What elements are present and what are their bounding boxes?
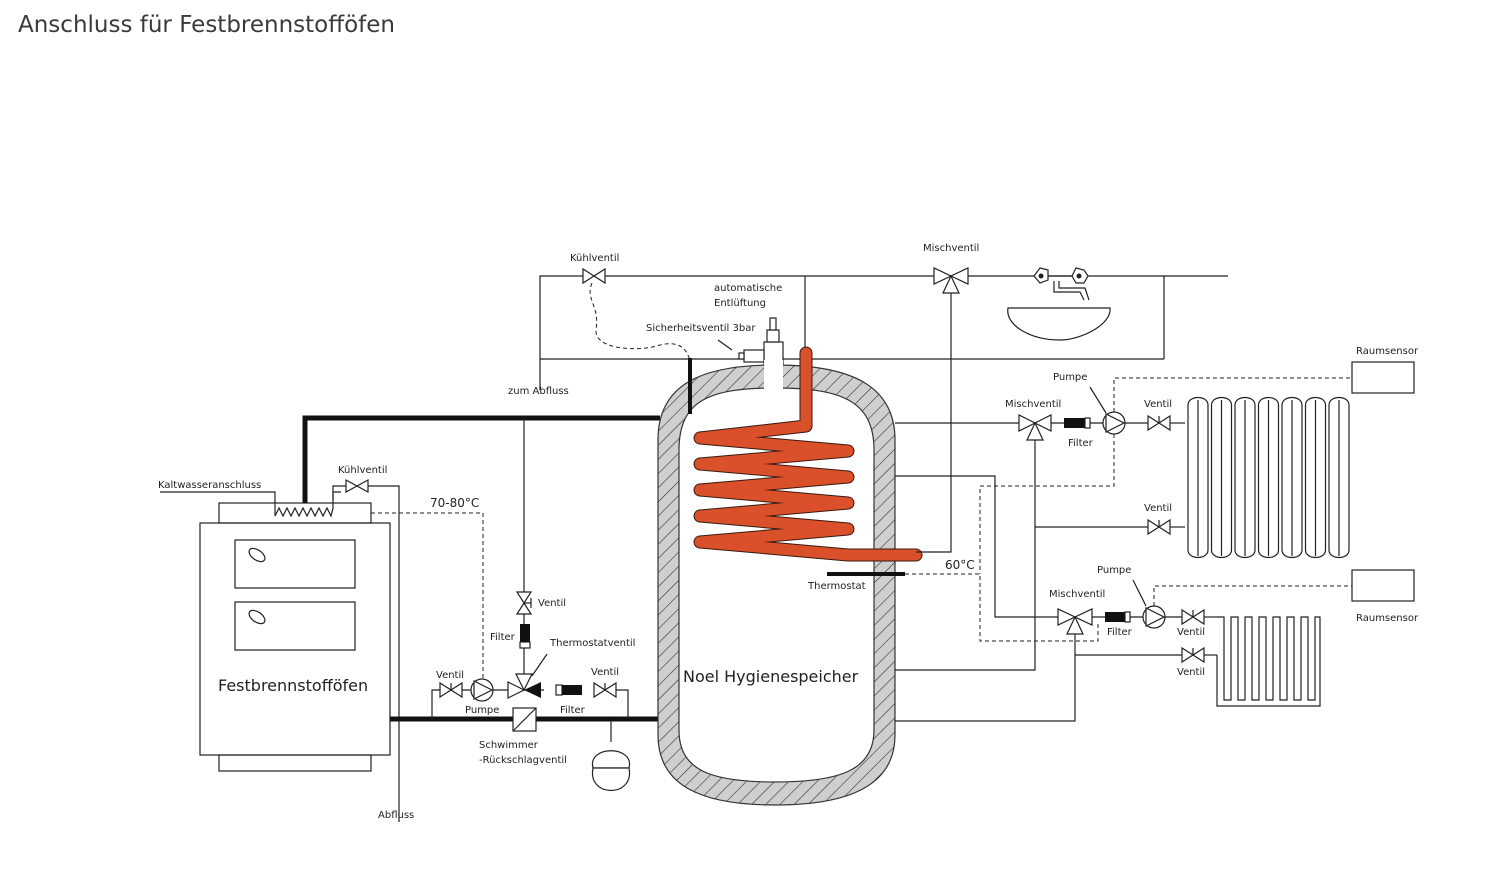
supply-line <box>302 415 660 503</box>
heating-coil <box>693 346 923 562</box>
auto-vent-label-1: automatische <box>714 283 782 294</box>
mixing-valve-2[interactable] <box>1057 608 1093 635</box>
valve-vertical[interactable] <box>515 591 533 615</box>
pump-2[interactable] <box>1142 605 1166 629</box>
radiator-column <box>1281 396 1303 559</box>
auto-vent-label-2: Entlüftung <box>714 298 766 309</box>
safety-valve-label: Sicherheitsventil 3bar <box>646 323 756 334</box>
radiator-column <box>1328 396 1350 559</box>
valve-floor-1[interactable] <box>1181 608 1205 626</box>
radiator-column <box>1257 396 1280 559</box>
filter-vertical-label: Filter <box>490 632 516 643</box>
washbasin-icon <box>1007 267 1111 341</box>
page-title: Anschluss für Festbrennstofföfen <box>18 12 395 38</box>
float-check-valve[interactable] <box>512 707 537 732</box>
pump-left-label: Pumpe <box>465 705 499 716</box>
valve-radiator-2[interactable] <box>1147 518 1171 536</box>
solid-fuel-stove <box>199 502 391 772</box>
stove-label: Festbrennstofföfen <box>218 676 368 695</box>
cooling-valve-top-label: Kühlventil <box>570 253 619 264</box>
pump-left[interactable] <box>470 678 494 702</box>
valve-left-label: Ventil <box>436 670 464 681</box>
thermostat-valve[interactable] <box>507 673 541 699</box>
cooling-valve-left[interactable] <box>345 478 369 494</box>
mixing-valve-top[interactable] <box>933 267 969 294</box>
filter-2-label: Filter <box>1107 627 1133 638</box>
cooling-valve-top[interactable] <box>582 267 606 285</box>
radiator-column <box>1304 396 1327 559</box>
cold-water-label: Kaltwasseranschluss <box>158 480 261 491</box>
to-drain-label: zum Abfluss <box>508 386 569 397</box>
valve-mid-label: Ventil <box>591 667 619 678</box>
floor-heating-loop <box>1216 616 1321 707</box>
thermostat-valve-label: Thermostatventil <box>549 638 635 649</box>
mixing-valve-2-label: Mischventil <box>1049 589 1105 600</box>
valve-mid[interactable] <box>593 681 617 699</box>
drain-label: Abfluss <box>378 810 414 821</box>
tank-label: Noel Hygienespeicher <box>683 667 859 686</box>
room-sensor-2 <box>1351 569 1415 602</box>
mixing-valve-1[interactable] <box>1018 414 1052 441</box>
valve-radiator-1-label: Ventil <box>1144 399 1172 410</box>
filter-1 <box>1064 417 1091 429</box>
valve-radiator-1[interactable] <box>1147 414 1171 432</box>
float-valve-label-2: -Rückschlagventil <box>479 755 567 766</box>
radiator-icon <box>1187 396 1350 559</box>
pump-1-label: Pumpe <box>1053 372 1087 383</box>
valve-floor-2-label: Ventil <box>1177 667 1205 678</box>
radiator-column <box>1210 396 1233 559</box>
room-sensor-1-label: Raumsensor <box>1356 346 1419 357</box>
valve-floor-1-label: Ventil <box>1177 627 1205 638</box>
filter-left-label: Filter <box>560 705 586 716</box>
temp-60-label: 60°C <box>945 558 975 572</box>
top-piping <box>539 275 1228 390</box>
float-valve-label-1: Schwimmer <box>479 740 539 751</box>
valve-radiator-2-label: Ventil <box>1144 503 1172 514</box>
expansion-vessel-icon <box>592 750 630 791</box>
cooling-valve-sensor-line <box>589 282 691 363</box>
pump-1[interactable] <box>1102 411 1126 435</box>
cooling-coil <box>160 491 341 518</box>
filter-2 <box>1105 611 1131 623</box>
cooling-valve-left-label: Kühlventil <box>338 465 387 476</box>
mixing-valve-top-label: Mischventil <box>923 243 979 254</box>
radiator-column <box>1234 396 1256 559</box>
floor-heating-icon <box>1216 616 1321 707</box>
coil-return-line <box>916 359 952 553</box>
room-sensor-2-label: Raumsensor <box>1356 613 1419 624</box>
valve-left[interactable] <box>439 681 463 699</box>
valve-vertical-label: Ventil <box>538 598 566 609</box>
temp-70-80-label: 70-80°C <box>430 496 479 510</box>
filter-vertical <box>519 624 531 649</box>
mixing-valve-1-label: Mischventil <box>1005 399 1061 410</box>
filter-left <box>555 684 582 696</box>
pump-2-label: Pumpe <box>1097 565 1131 576</box>
room-sensor-1 <box>1351 361 1415 394</box>
radiator-column <box>1187 396 1209 559</box>
filter-1-label: Filter <box>1068 438 1094 449</box>
valve-floor-2[interactable] <box>1181 646 1205 664</box>
thermostat-label: Thermostat <box>807 581 866 592</box>
